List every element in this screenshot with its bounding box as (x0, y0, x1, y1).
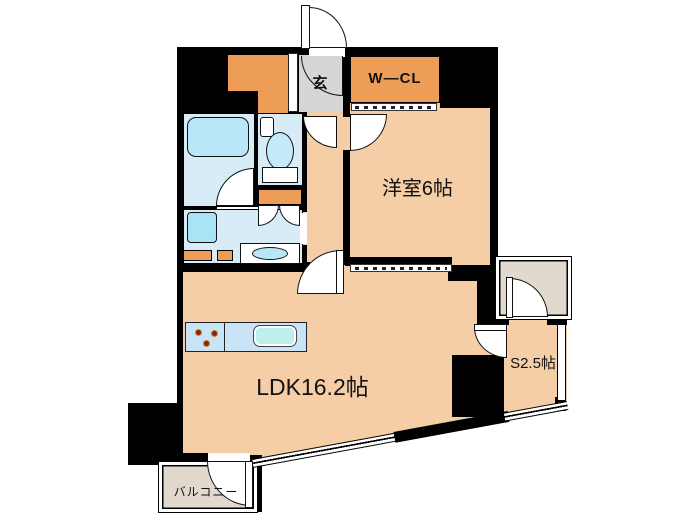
vanity-basin (252, 247, 288, 260)
stove-panel (185, 322, 225, 352)
balcony-label: バルコニー (173, 485, 239, 499)
stove-burner-2 (211, 330, 218, 337)
walk-in-closet-label: W—CL (368, 70, 422, 87)
toilet-hand-basin (260, 117, 274, 137)
washroom-cabinet-left (183, 250, 212, 261)
storage-shelf (258, 189, 302, 205)
toilet-bowl (266, 132, 294, 170)
wall-toilet-bottom (252, 183, 307, 189)
front-door-swing (309, 7, 347, 48)
shoe-cabinet-side (258, 91, 288, 113)
wall-western-bottom (345, 257, 452, 266)
kitchen-sink (253, 325, 297, 347)
western-room-label: 洋室6帖 (381, 178, 454, 200)
wall-corridor-right (343, 150, 350, 265)
wall-top-right (345, 47, 498, 57)
shoe-cabinet-top (228, 55, 288, 91)
stove-burner-1 (195, 329, 202, 336)
wall-ldk-right-v (477, 281, 493, 327)
walk-in-closet-folding-door (351, 103, 437, 111)
wall-ldk-right-h (448, 265, 493, 281)
entrance-label: 玄 (312, 75, 328, 92)
bathtub (187, 117, 249, 157)
wall-corridor-left-lower (300, 245, 307, 272)
wall-left (177, 47, 183, 463)
ldk-label: LDK16.2帖 (256, 374, 369, 400)
service-room-window-right (557, 325, 566, 400)
wall-bath-toilet (252, 112, 258, 207)
ldk-door-leaf (336, 250, 344, 294)
wall-genkan-right (343, 55, 350, 117)
balcony-door-leaf (245, 461, 253, 508)
wall-ldk-bottom (183, 453, 208, 463)
washroom-doorway (300, 213, 307, 244)
walk-in-closet (350, 56, 440, 103)
wall-block-top-right (440, 47, 498, 108)
balcony-door-opening (208, 453, 250, 463)
toilet-tank (262, 167, 298, 183)
washroom-cabinet-right (217, 250, 233, 261)
wall-service-top-right (547, 315, 567, 325)
wall-service-top-left (495, 315, 509, 325)
service-room-label: S2.5帖 (510, 355, 556, 372)
front-door-leaf (301, 5, 310, 49)
wall-corridor-left-upper (300, 110, 307, 212)
western-ldk-sliding-door (350, 264, 452, 272)
front-door-opening (309, 47, 345, 57)
wall-jut-bottom-left (128, 403, 183, 465)
washing-machine-pan (187, 212, 217, 243)
entrance-step (288, 53, 298, 112)
wall-right (490, 47, 498, 327)
alcove-door-leaf (506, 277, 513, 318)
wall-washroom-bottom (177, 262, 310, 272)
stove-burner-3 (203, 340, 210, 347)
service-room-door-leaf (474, 324, 507, 331)
pillar (452, 355, 504, 417)
